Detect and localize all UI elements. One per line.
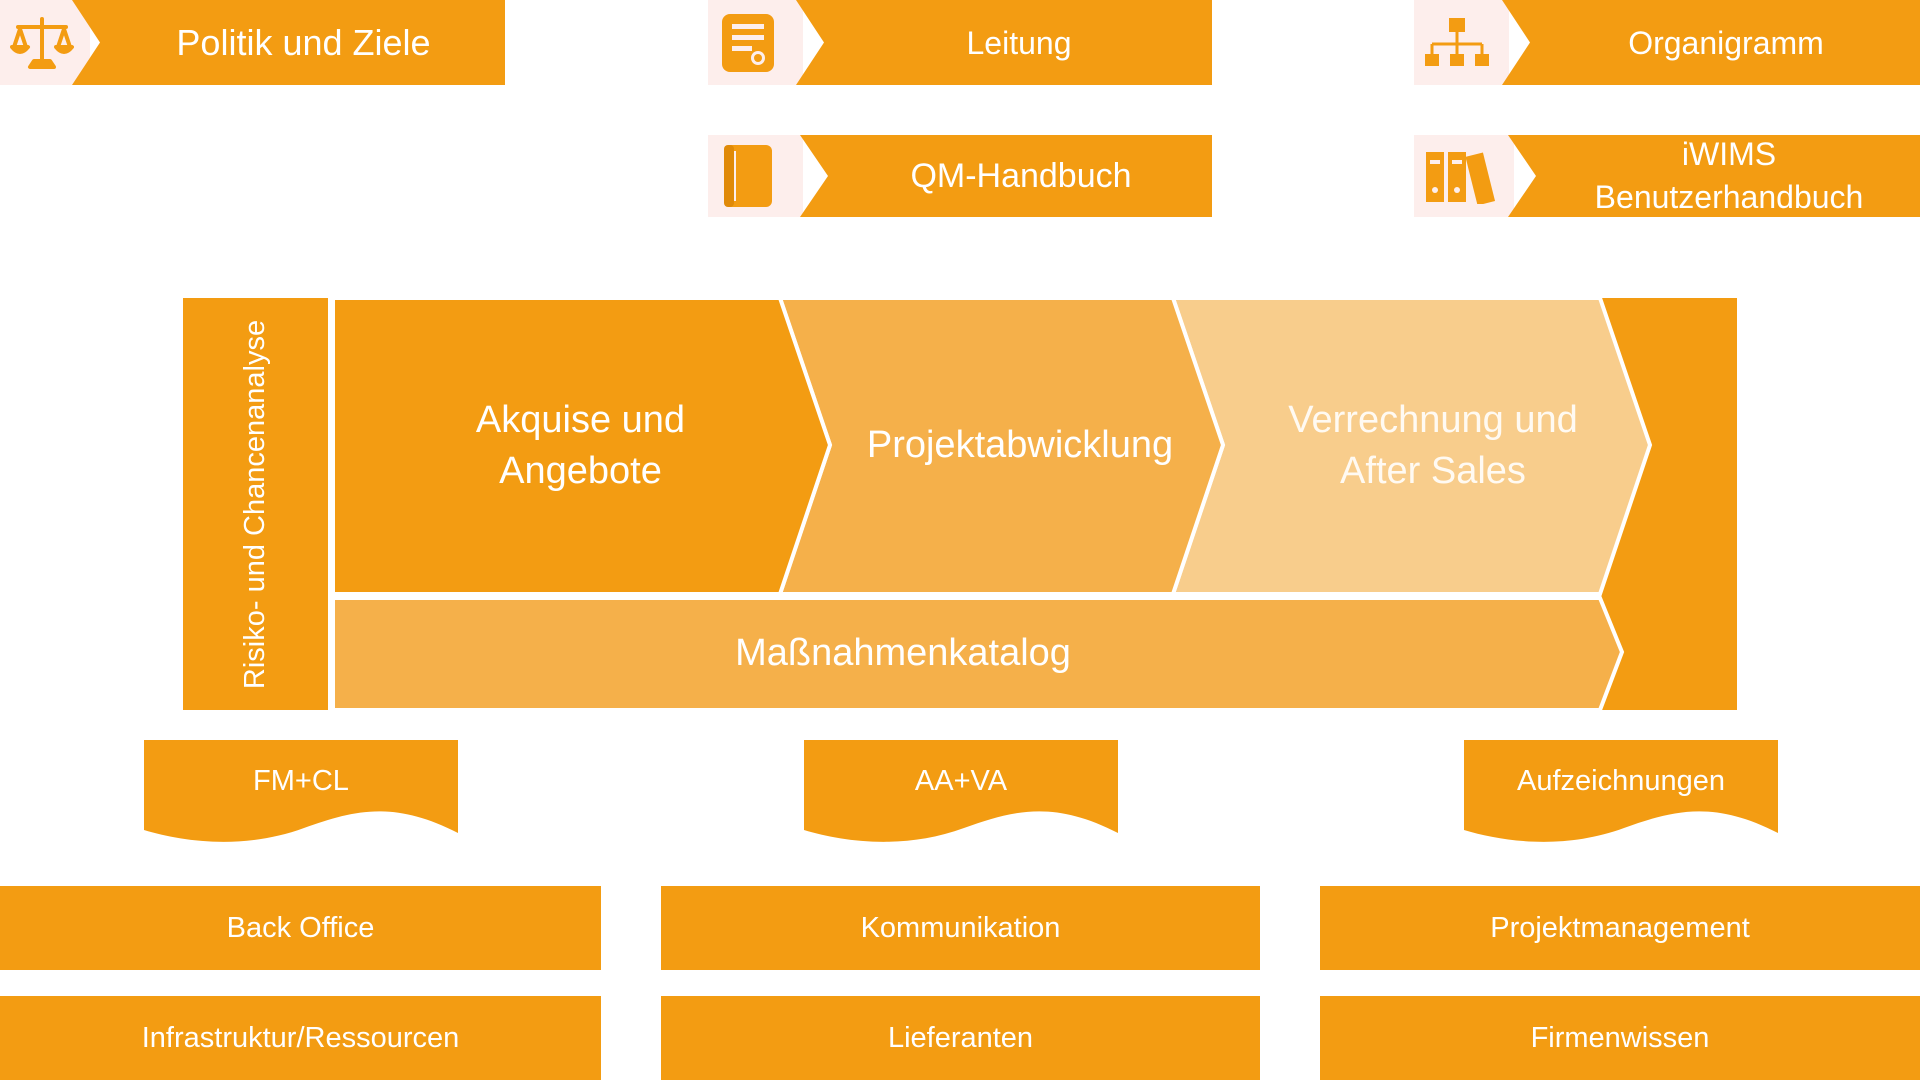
iwims-label-line2: Benutzerhandbuch	[1594, 179, 1864, 215]
support-lieferanten[interactable]: Lieferanten	[661, 996, 1260, 1080]
qm-handbuch-icon-box	[708, 135, 803, 217]
risk-analysis-bar[interactable]: Risiko- und Chancenanalyse	[183, 298, 328, 710]
doc-aava-shape	[804, 740, 1118, 842]
catalog-arrow	[331, 596, 1625, 712]
support-firmenwissen[interactable]: Firmenwissen	[1320, 996, 1920, 1080]
step-projektabwicklung[interactable]: Projektabwicklung	[830, 298, 1210, 594]
iwims-label-line1: iWIMS	[1681, 135, 1777, 172]
support-back-office[interactable]: Back Office	[0, 886, 601, 970]
process-end-block	[1600, 298, 1737, 710]
doc-fmcl[interactable]: FM+CL	[144, 740, 458, 850]
binders-icon	[1426, 152, 1496, 204]
iwims-icon-box	[1414, 135, 1514, 217]
certificate-icon	[722, 13, 774, 72]
iwims-label: iWIMS Benutzerhandbuch	[1538, 135, 1920, 217]
leitung-label: Leitung	[966, 24, 1072, 61]
scales-icon	[10, 16, 74, 69]
book-icon	[724, 145, 772, 207]
leitung-icon-box	[708, 0, 803, 85]
qm-handbuch-label: QM-Handbuch	[910, 156, 1132, 195]
support-projektmanagement[interactable]: Projektmanagement	[1320, 886, 1920, 970]
step-projektabwicklung-label: Projektabwicklung	[866, 424, 1174, 467]
organigramm-label: Organigramm	[1628, 24, 1824, 61]
support-kommunikation[interactable]: Kommunikation	[661, 886, 1260, 970]
organigramm-icon-box	[1414, 0, 1509, 85]
qm-handbuch-chevron	[800, 135, 1212, 217]
doc-aufzeichnungen-label: Aufzeichnungen	[1517, 764, 1725, 797]
leitung-chevron	[796, 0, 1212, 85]
doc-fmcl-label: FM+CL	[253, 764, 349, 797]
politik-chevron	[72, 0, 505, 85]
doc-aava-label: AA+VA	[914, 764, 1008, 797]
organigramm-chevron	[1502, 0, 1920, 85]
step-verrechnung-line1: Verrechnung und	[1288, 398, 1578, 441]
politik-icon-box	[0, 0, 90, 85]
step-akquise-line2: Angebote	[499, 450, 662, 492]
step-verrechnung[interactable]: Verrechnung und After Sales	[1223, 298, 1643, 594]
politik-label: Politik und Ziele	[176, 22, 431, 63]
iwims-chevron	[1508, 135, 1920, 217]
org-chart-icon	[1425, 17, 1489, 66]
catalog-label: Maßnahmenkatalog	[735, 632, 1071, 675]
catalog-label-box[interactable]: Maßnahmenkatalog	[333, 598, 1473, 710]
step-akquise[interactable]: Akquise und Angebote	[333, 298, 828, 594]
support-infrastruktur[interactable]: Infrastruktur/Ressourcen	[0, 996, 601, 1080]
doc-fmcl-shape	[144, 740, 458, 842]
doc-aufzeichnungen-shape	[1464, 740, 1778, 842]
step-akquise-line1: Akquise und	[475, 398, 686, 441]
doc-aava[interactable]: AA+VA	[804, 740, 1118, 850]
step-akquise-arrow	[331, 296, 833, 596]
step-verrechnung-line2: After Sales	[1340, 450, 1526, 492]
doc-aufzeichnungen[interactable]: Aufzeichnungen	[1464, 740, 1778, 850]
